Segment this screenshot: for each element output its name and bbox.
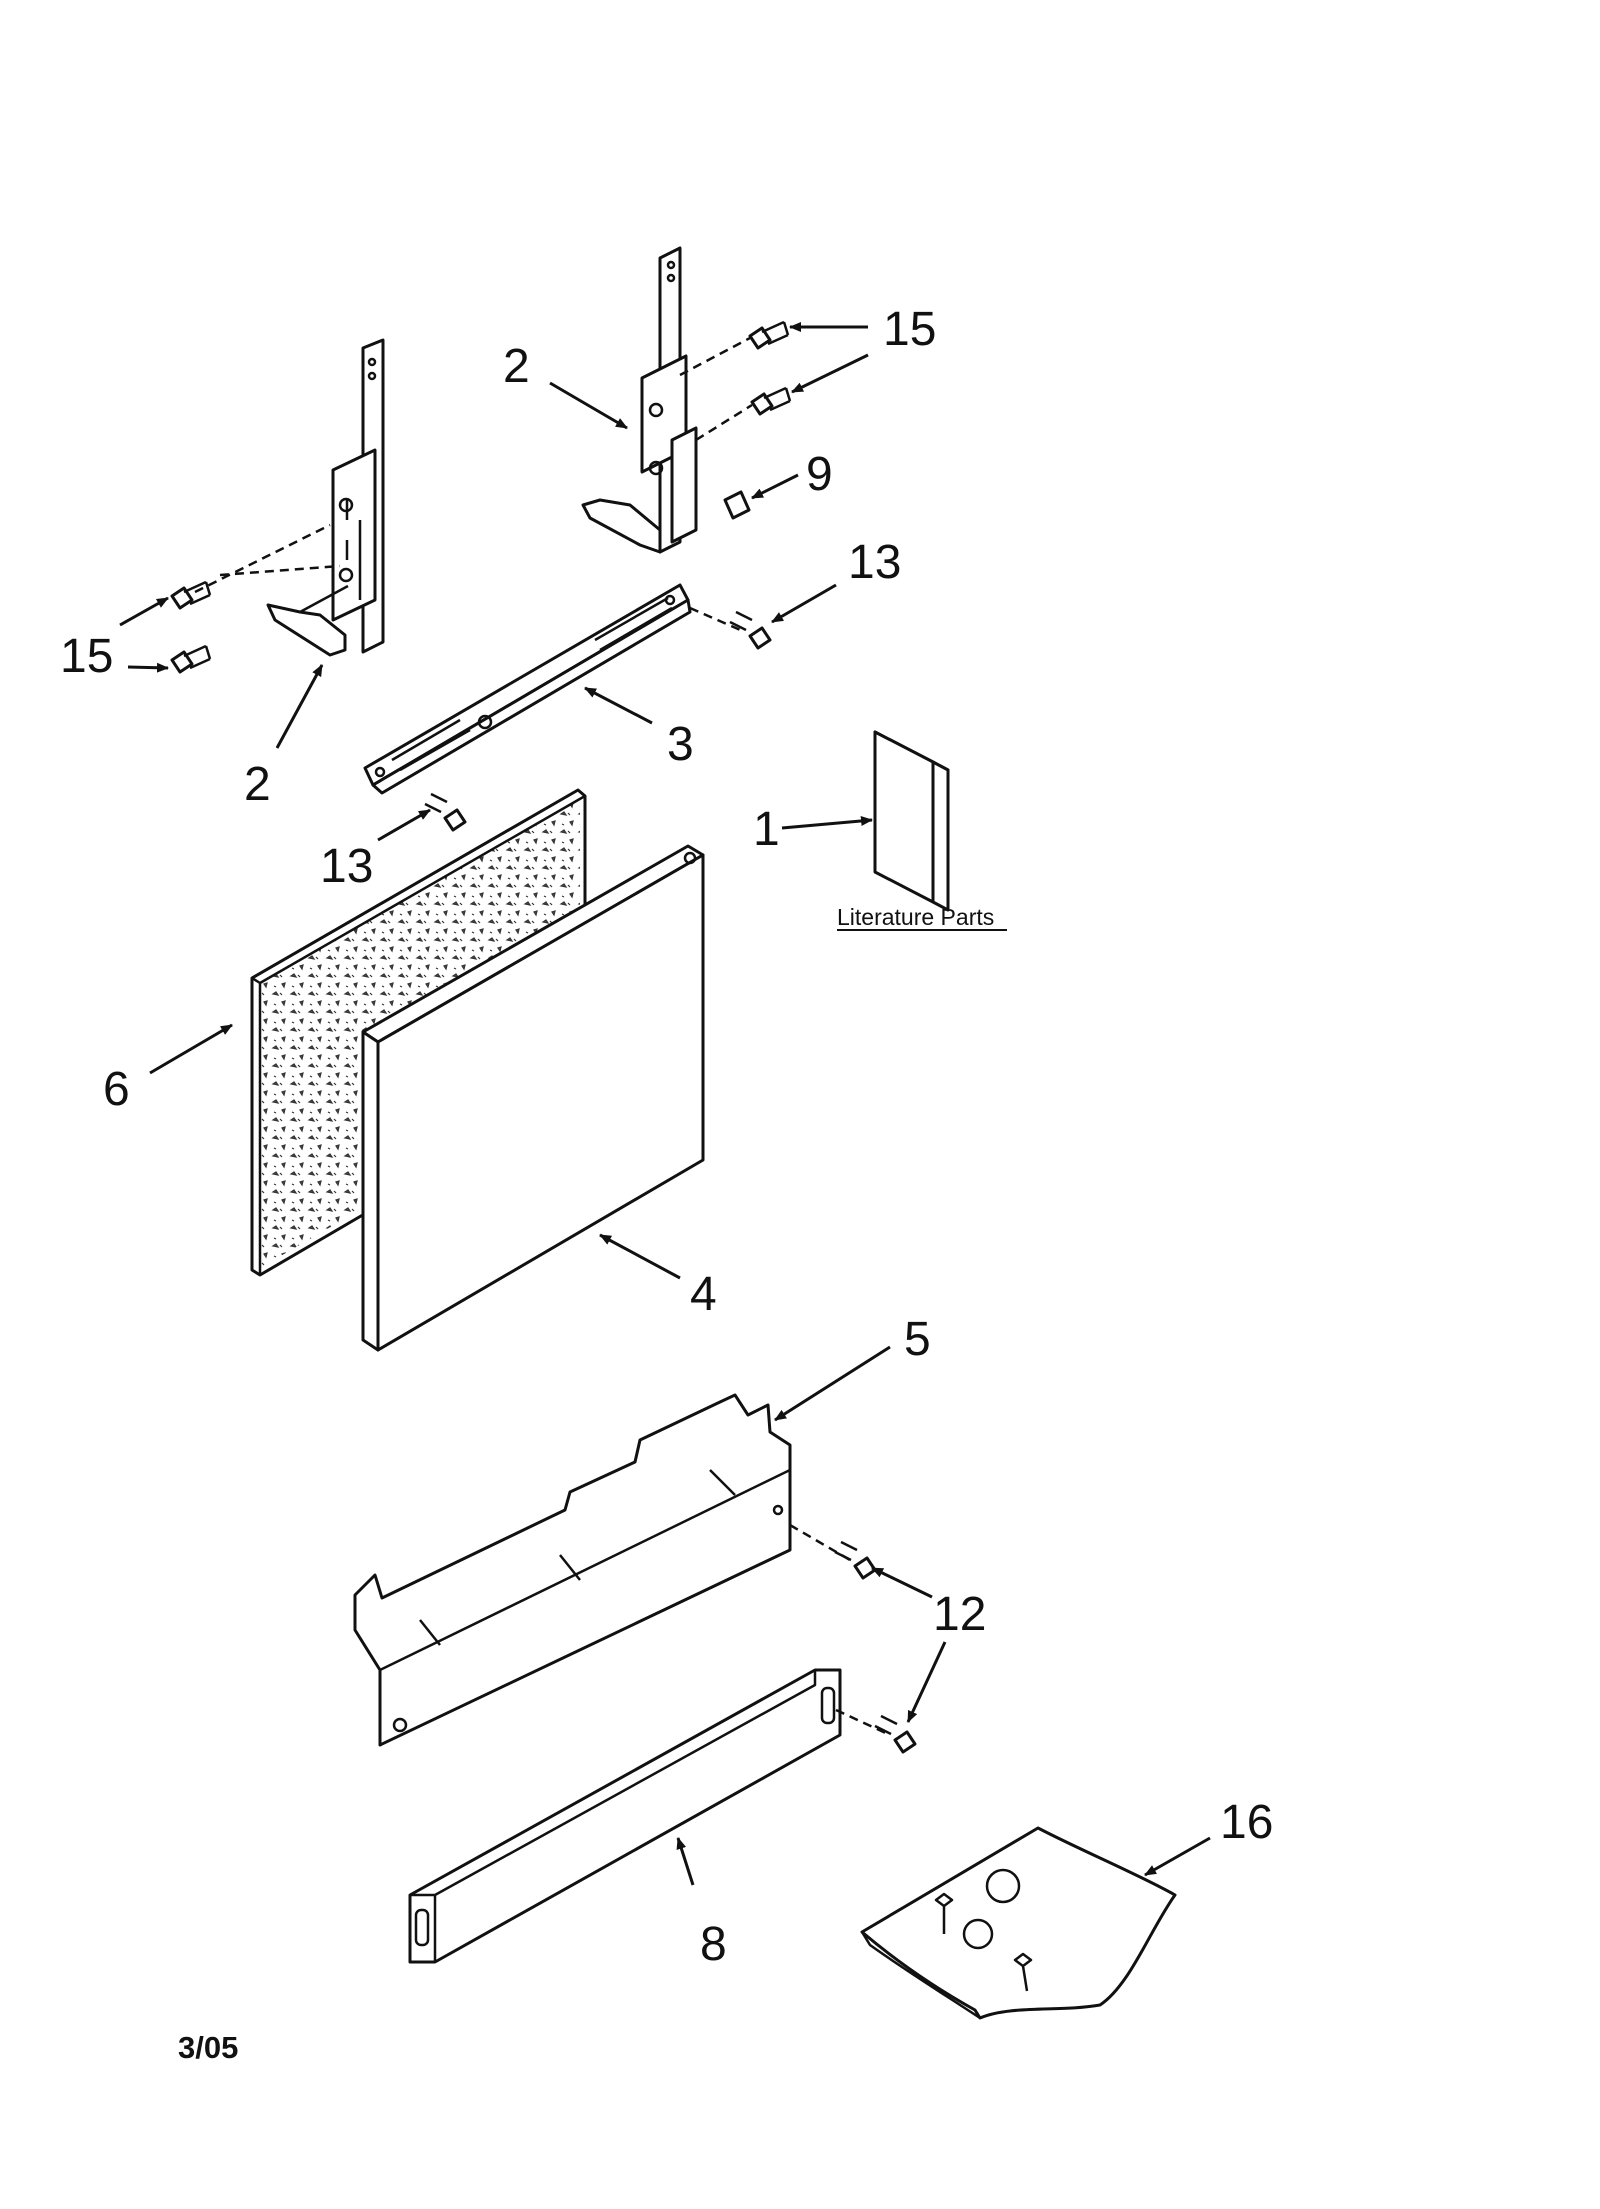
screw-13-right [729, 610, 772, 650]
literature-booklet [873, 730, 950, 912]
callout-4-panel: 4 [690, 1268, 717, 1321]
date-code: 3/05 [178, 2030, 238, 2065]
callout-6-insulation: 6 [103, 1063, 130, 1116]
screw-15-lower [750, 386, 792, 416]
callout-3-rail: 3 [667, 718, 694, 771]
callout-8-kick-plate: 8 [700, 1918, 727, 1971]
callout-15-left: 15 [60, 630, 113, 683]
callout-15-upper: 15 [883, 303, 936, 356]
callout-16-parts-bag: 16 [1220, 1796, 1273, 1849]
callout-5-toe-panel: 5 [904, 1313, 931, 1366]
callout-1-literature: 1 [753, 803, 780, 856]
screw-13-left [424, 792, 467, 832]
callout-2-left-bracket: 2 [244, 758, 271, 811]
screw-15-left-b [170, 644, 212, 674]
kick-plate [408, 1668, 842, 1964]
callout-13-right: 13 [848, 536, 901, 589]
mounting-rail [363, 583, 692, 795]
screw-15-left-a [170, 580, 212, 610]
screw-12-lower [874, 1714, 917, 1754]
door-panel [361, 844, 705, 1352]
callout-12-screws: 12 [933, 1588, 986, 1641]
screw-12-upper [834, 1540, 877, 1580]
right-mounting-bracket [581, 246, 698, 554]
toe-panel [353, 1393, 792, 1747]
left-mounting-bracket [266, 338, 385, 657]
leader-arrows [119, 322, 1211, 1886]
screw-15-upper [748, 320, 790, 350]
callout-13-left: 13 [320, 840, 373, 893]
literature-parts-caption: Literature Parts [837, 904, 994, 930]
callout-9-clip: 9 [806, 448, 833, 501]
callout-2-right-bracket: 2 [503, 340, 530, 393]
clip-9 [723, 490, 751, 520]
parts-bag [860, 1826, 1177, 2020]
